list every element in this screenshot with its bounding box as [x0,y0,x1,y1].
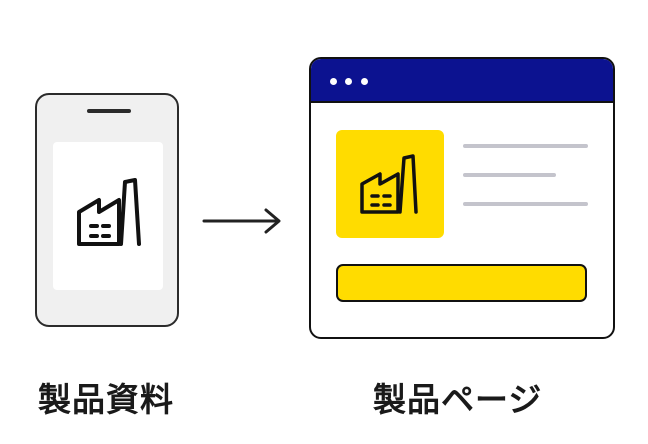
window-dot [330,78,337,85]
cta-button-placeholder [336,264,587,302]
browser-window [309,57,615,339]
text-placeholder-line [463,202,588,206]
browser-title-bar [311,59,613,103]
phone-device [35,93,179,327]
product-image-tile [336,130,444,238]
text-placeholder-line [463,173,556,177]
phone-speaker [87,109,131,113]
text-placeholder-line [463,144,588,148]
caption-product-material: 製品資料 [38,380,174,419]
factory-icon [77,178,141,246]
caption-product-page: 製品ページ [373,380,543,419]
right-arrow-icon [202,208,281,234]
phone-screen [53,142,163,290]
factory-icon [360,154,418,214]
window-dot [361,78,368,85]
window-dot [345,78,352,85]
